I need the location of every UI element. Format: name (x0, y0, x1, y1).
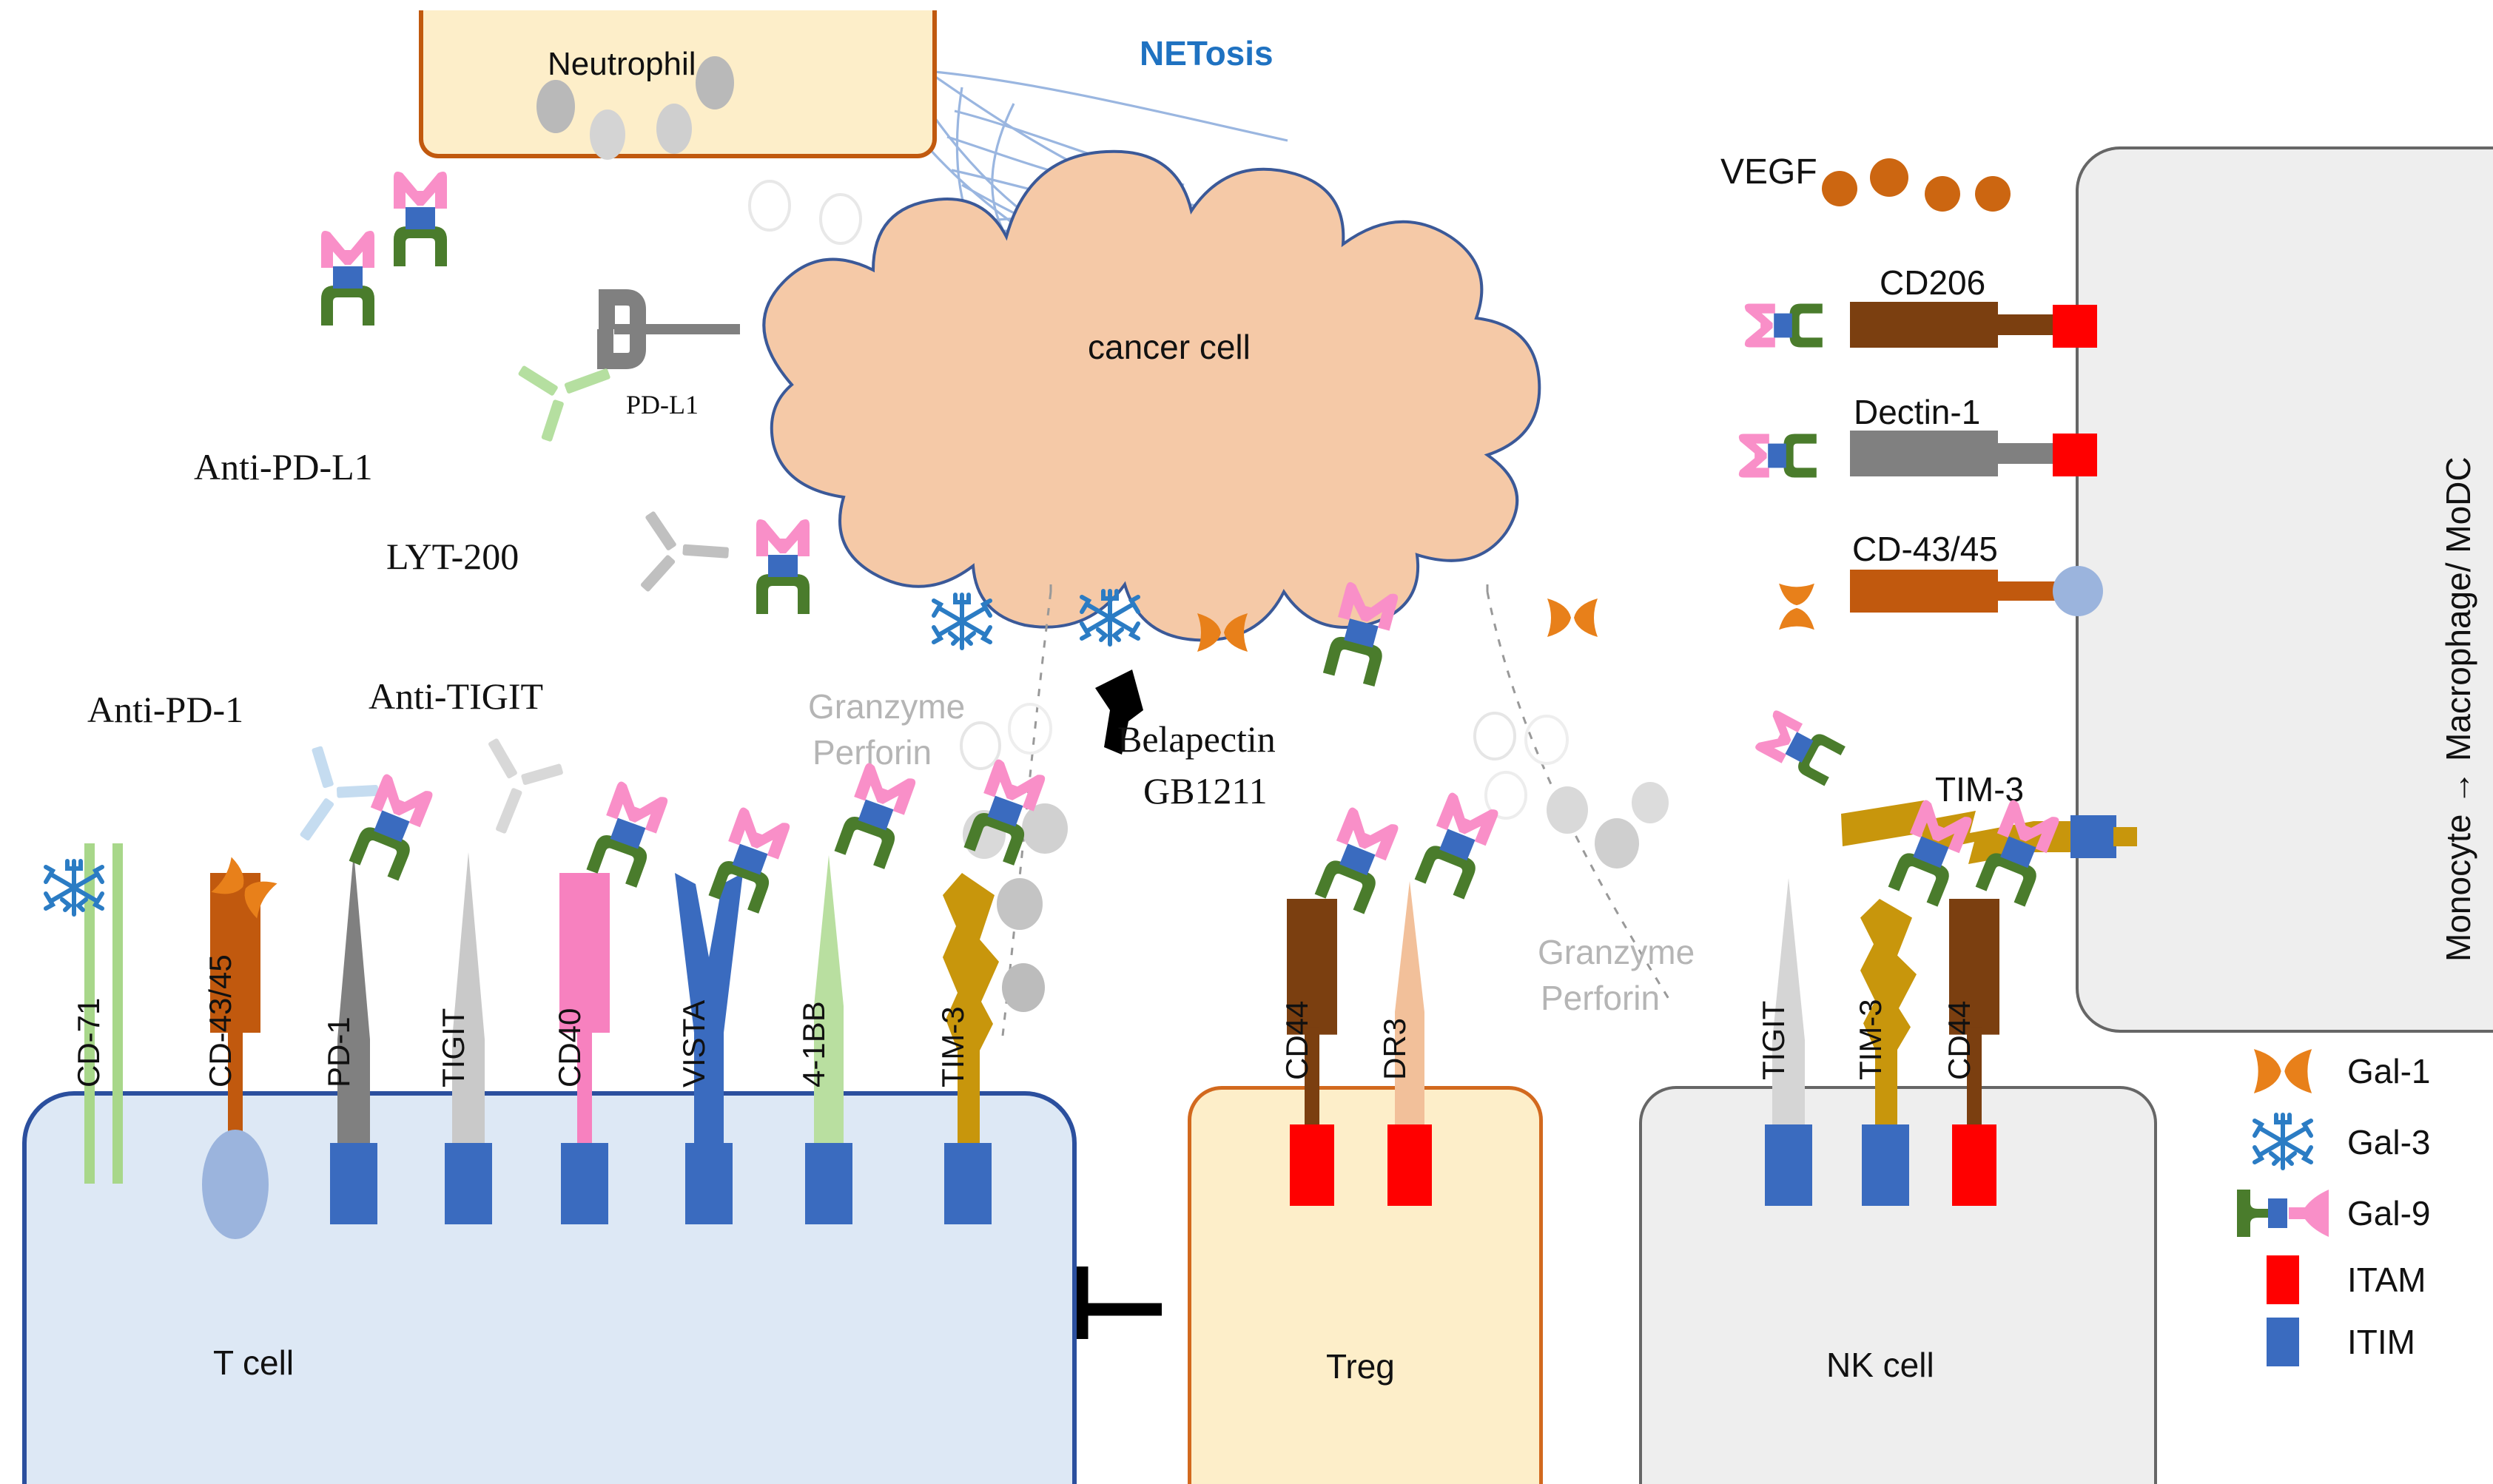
receptor-tigit (1765, 878, 1812, 1206)
nk-cell-label: NK cell (1826, 1346, 1934, 1384)
itam-swatch (2227, 1255, 2338, 1304)
legend-item: Gal-9 (2227, 1178, 2479, 1249)
legend-item: Gal-1 (2227, 1036, 2479, 1107)
receptor-tigit (445, 852, 492, 1224)
itim-motif (944, 1143, 992, 1224)
receptor-vista (675, 873, 743, 1224)
cancer-cell-label: cancer cell (1088, 328, 1251, 366)
receptor-label-tim3-monocyte: TIM-3 (1935, 770, 2025, 809)
blue-dot-motif (2053, 566, 2103, 616)
gal9-icon (349, 772, 434, 881)
receptor-tim-3 (1860, 899, 1917, 1206)
gal9-icon (1314, 806, 1400, 914)
pdl1-receptor-icon (597, 289, 740, 369)
receptor-label-cd4345-monocyte: CD-43/45 (1852, 530, 1998, 568)
gal9-icon (586, 780, 669, 888)
vegf-label: VEGF (1720, 152, 1817, 192)
t-cell-label: T cell (213, 1343, 295, 1382)
gal1-icon (2227, 1042, 2338, 1101)
gal3-icon (2227, 1107, 2338, 1178)
anti-pdl1-label: Anti-PD-L1 (194, 446, 373, 488)
itim-motif (1862, 1124, 1909, 1206)
itim-motif (685, 1143, 733, 1224)
receptor-dr3 (1387, 881, 1432, 1206)
gal9-icon (963, 758, 1046, 866)
receptor-cd44 (1949, 899, 1999, 1206)
anti-tigit-label: Anti-TIGIT (369, 675, 544, 717)
gal1-icon (211, 857, 277, 919)
gal9-icon (1414, 791, 1500, 900)
perforin-label-right: Perforin (1541, 979, 1661, 1017)
granzyme-label-left: Granzyme (808, 687, 966, 726)
receptor-cd206 (1744, 302, 2097, 348)
itam-motif (1290, 1124, 1334, 1206)
itim-swatch (2227, 1318, 2338, 1366)
gal9-icon (708, 806, 791, 914)
legend-item: ITAM (2227, 1249, 2479, 1311)
gal9-icon (1975, 798, 2061, 907)
treg-label: Treg (1326, 1347, 1395, 1386)
receptor-pd-1 (330, 852, 377, 1224)
itim-motif (805, 1143, 852, 1224)
vegf-dots-icon (1822, 158, 2011, 212)
gal3-icon (46, 861, 102, 914)
pdl1-label: PD-L1 (626, 390, 699, 419)
treg-cell (1188, 1086, 1543, 1484)
netosis-label: NETosis (1140, 34, 1274, 72)
t-cell (22, 1091, 1077, 1484)
gb1211-label: GB1211 (1143, 770, 1268, 812)
granzyme-path-right (1486, 583, 1670, 999)
itim-motif (2070, 815, 2116, 858)
gal9-icon (1888, 798, 1974, 907)
belapectin-arrow-icon (1095, 670, 1143, 755)
cancer-cell-shape (762, 149, 1541, 642)
receptor-tim-3 (943, 873, 999, 1224)
legend-label: Gal-1 (2347, 1052, 2431, 1090)
legend-label: Gal-9 (2347, 1194, 2431, 1232)
legend-item: Gal-3 (2227, 1107, 2479, 1178)
cd43-45-motif (202, 1130, 269, 1239)
itam-motif (2053, 434, 2097, 476)
neutrophil-label: Neutrophil (548, 46, 696, 82)
receptor-label-cd206: CD206 (1880, 263, 1986, 302)
itim-motif (445, 1143, 492, 1224)
belapectin-label: Belapectin (1117, 718, 1276, 760)
legend-label: ITAM (2347, 1261, 2426, 1299)
anti-pd1-label: Anti-PD-1 (87, 689, 244, 730)
itam-motif (1387, 1124, 1432, 1206)
receptor-label-dectin1: Dectin-1 (1854, 393, 1981, 431)
granzyme-granules-right (1473, 712, 1669, 869)
neutrophil-nuclei (536, 56, 734, 160)
itim-motif (330, 1143, 377, 1224)
legend-label: Gal-3 (2347, 1123, 2431, 1161)
itim-motif (561, 1143, 608, 1224)
gal9-icon (2227, 1184, 2338, 1243)
itam-motif (1952, 1124, 1996, 1206)
receptor-4-1bb (805, 855, 852, 1224)
neutrophil-vesicles (748, 180, 862, 245)
itam-motif (2053, 305, 2097, 348)
granzyme-label-right: Granzyme (1538, 933, 1695, 971)
receptor-cd40 (559, 873, 610, 1224)
receptor-cd-71 (84, 843, 123, 1184)
itim-motif (1765, 1124, 1812, 1206)
legend-label: ITIM (2347, 1323, 2415, 1361)
receptor-cd-43-45 (202, 873, 269, 1239)
inhibition-bar-treg-to-tcell (1075, 1267, 1162, 1339)
lyt200-label: LYT-200 (386, 536, 519, 577)
receptor-cd4345-monocyte (1779, 566, 2103, 630)
legend-item: ITIM (2227, 1311, 2479, 1373)
receptor-dectin1 (1738, 431, 2097, 478)
gal9-icon (834, 761, 917, 869)
receptor-cd44 (1287, 899, 1337, 1206)
